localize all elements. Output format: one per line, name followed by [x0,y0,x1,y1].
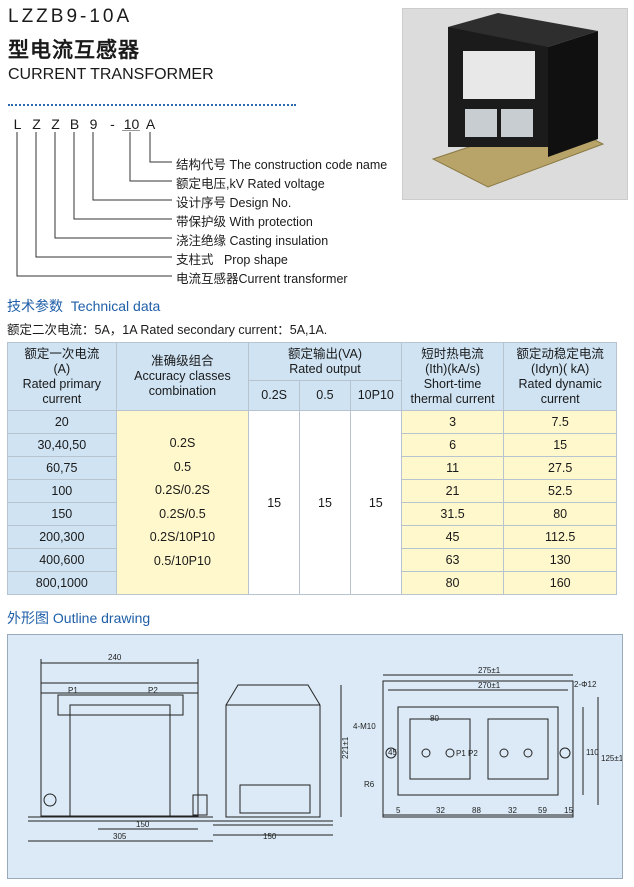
dim-305: 305 [113,832,127,841]
output-10p10-value: 15 [349,410,402,595]
legend-casting: 浇注绝缘 Casting insulation [176,234,329,248]
dim-4m10: 4-M10 [353,722,376,731]
code-letter: 9 [89,116,98,132]
dim-150-front: 150 [136,820,150,829]
outline-drawing-title: 外形图 Outline drawing [7,610,151,626]
code-letter: L [13,116,22,132]
dim-88: 88 [472,806,481,815]
header-out-02s: 0.2S [248,380,301,411]
code-letter: A [145,116,156,132]
header-out-10p10: 10P10 [349,380,402,411]
secondary-current-note: 额定二次电流：5A，1A Rated secondary current：5A,… [7,323,328,337]
dim-45: 45 [388,748,397,757]
dim-80: 80 [430,714,439,723]
label-p2: P2 [148,686,158,695]
code-letter: Z [32,116,41,132]
dotted-divider [8,104,296,106]
outline-drawing-svg: 240 P1 P2 150 305 150 221±1 275±1 270±1 … [28,653,624,842]
header-output: 额定输出(VA)Rated output [248,342,402,381]
technical-data-title: 技术参数 Technical data [7,298,161,314]
legend-current-transformer: 电流互感器Current transformer [176,272,348,286]
label-p1: P1 [68,686,78,695]
label-p1-p2: P1 P2 [456,749,478,758]
product-photo [402,8,628,200]
code-letter: 10 [123,116,140,132]
dim-5: 5 [396,806,401,815]
legend-design-no: 设计序号 Design No. [176,196,292,210]
dim-holes: 2-Φ12 [574,680,597,689]
code-letter: - [110,116,115,132]
dim-240: 240 [108,653,122,662]
dim-221: 221±1 [341,736,350,759]
dim-125: 125±1 [601,754,622,763]
legend-protection: 带保护级 With protection [176,215,313,229]
code-leader-lines [16,130,172,277]
title-chinese: 型电流互感器 [8,39,140,62]
title-english: CURRENT TRANSFORMER [8,66,214,83]
dim-59: 59 [538,806,547,815]
dim-32a: 32 [436,806,445,815]
dim-110: 110 [586,748,599,757]
dim-r6: R6 [364,780,375,789]
code-letter: Z [51,116,60,132]
code-letter: B [69,116,80,132]
legend-rated-voltage: 额定电压,kV Rated voltage [176,177,325,191]
outline-drawing: 240 P1 P2 150 305 150 221±1 275±1 270±1 … [7,634,624,879]
model-title: LZZB9-10A [8,6,133,27]
dim-275: 275±1 [478,666,501,675]
legend-construction-code: 结构代号 The construction code name [176,158,388,172]
legend-prop-shape: 支柱式 Prop shape [176,253,288,267]
dim-15: 15 [564,806,573,815]
dim-150-side: 150 [263,832,277,841]
header-out-05: 0.5 [299,380,351,411]
dim-270: 270±1 [478,681,501,690]
output-05-value: 15 [299,410,351,595]
transformer-photo-illustration [403,9,627,199]
output-02s-value: 15 [248,410,301,595]
dim-32b: 32 [508,806,517,815]
